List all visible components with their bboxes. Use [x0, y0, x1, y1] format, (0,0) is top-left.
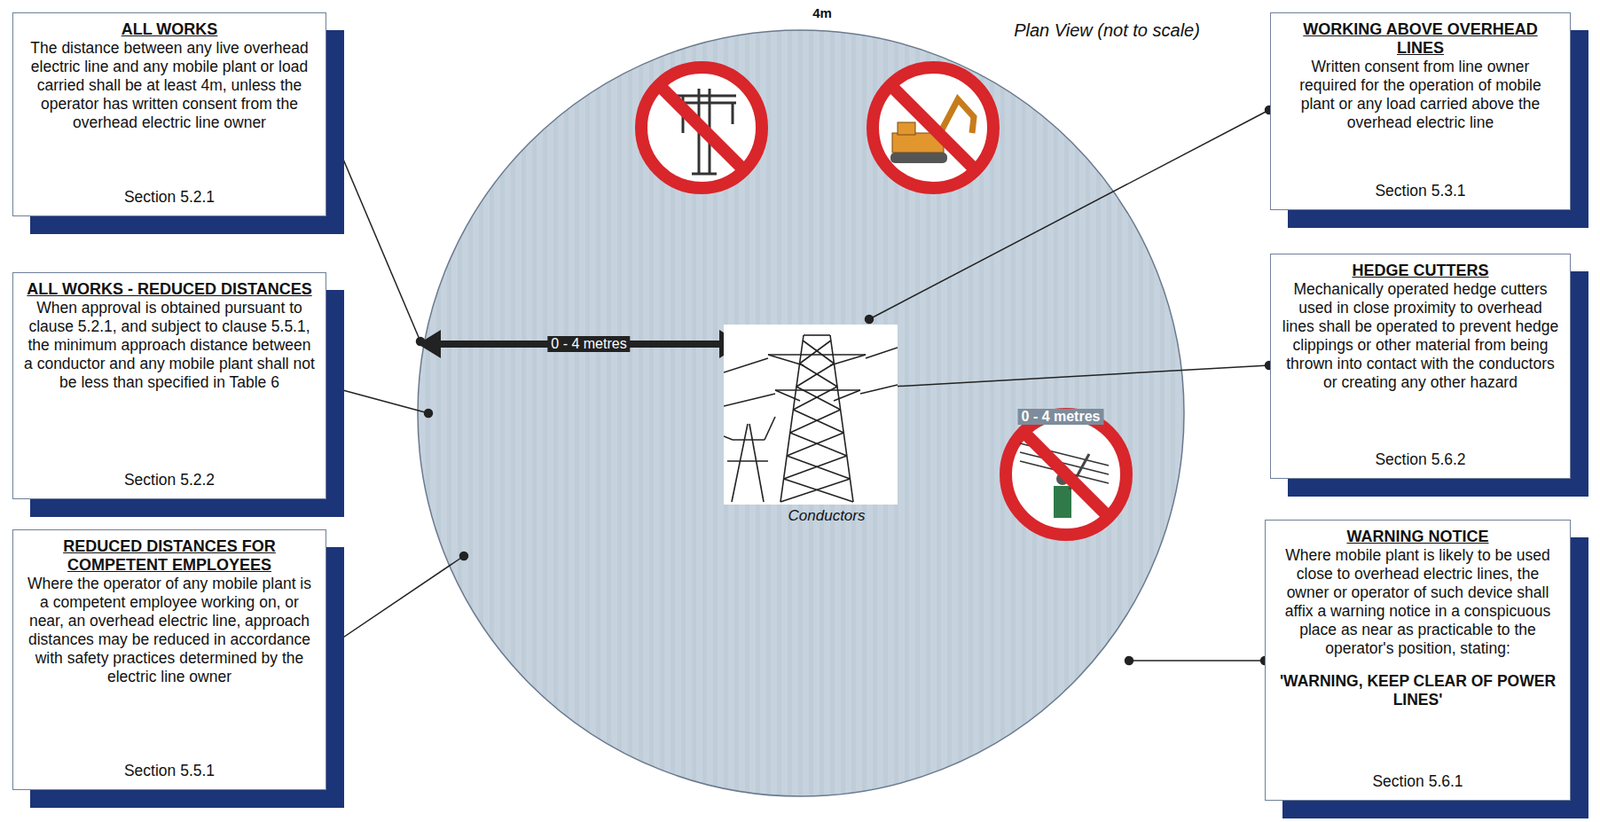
callout-box: ALL WORKS - REDUCED DISTANCESWhen approv…: [12, 272, 327, 500]
drawing-stroke: [786, 455, 850, 479]
drawing-stroke: [784, 478, 854, 502]
section-reference: Section 5.5.1: [124, 747, 215, 781]
drawing-stroke: [890, 152, 948, 164]
drawing-stroke: [768, 354, 804, 366]
drawing-stroke: [796, 386, 841, 410]
drawing-stroke: [641, 67, 762, 189]
drawing-stroke: [877, 365, 1270, 388]
callout-heading: ALL WORKS - REDUCED DISTANCES: [26, 280, 312, 299]
drawing-stroke: [424, 409, 433, 418]
drawing-stroke: [731, 423, 748, 502]
drawing-stroke: [940, 99, 974, 134]
zone-circle: [417, 30, 1185, 797]
drawing-stroke: [460, 552, 469, 561]
drawing-stroke: [768, 353, 866, 356]
distance-label: 0 - 4 metres: [547, 336, 630, 353]
drawing-stroke: [792, 409, 844, 433]
drawing-stroke: [732, 439, 765, 441]
drawing-stroke: [800, 363, 838, 387]
drawing-stroke: [803, 334, 831, 337]
drawing-stroke: [731, 102, 735, 125]
drawing-stroke: [1129, 659, 1265, 662]
no-crane-sign: [641, 67, 762, 189]
drawing-stroke: [865, 347, 898, 359]
drawing-stroke: [775, 389, 861, 392]
leader-lines: [321, 106, 1274, 666]
callout-body: 'WARNING, KEEP CLEAR OF POWER LINES': [1276, 672, 1560, 710]
callout-box: WARNING NOTICEWhere mobile plant is like…: [1264, 519, 1571, 801]
drawing-stroke: [865, 315, 874, 324]
callout-heading: WORKING ABOVE OVERHEAD LINES: [1281, 20, 1560, 58]
drawing-stroke: [324, 556, 464, 651]
callout-body: Written consent from line owner required…: [1281, 57, 1560, 133]
section-reference: Section 5.3.1: [1374, 167, 1466, 201]
view-note: Plan View (not to scale): [1013, 20, 1200, 41]
drawing-stroke: [830, 354, 866, 366]
callout-box: HEDGE CUTTERSMechanically operated hedge…: [1270, 253, 1571, 479]
drawing-stroke: [792, 386, 838, 410]
drawing-stroke: [833, 390, 861, 401]
distance-arrow: [417, 329, 743, 359]
callout-heading: REDUCED DISTANCES FOR COMPETENT EMPLOYEE…: [23, 537, 315, 575]
drawing-stroke: [723, 393, 776, 407]
drawing-stroke: [723, 324, 898, 505]
callout-box: WORKING ABOVE OVERHEAD LINESWritten cons…: [1270, 12, 1571, 211]
callout-body: Mechanically operated hedge cutters used…: [1281, 280, 1560, 393]
drawing-stroke: [775, 390, 800, 401]
drawing-stroke: [780, 478, 850, 502]
distance-label: 0 - 4 metres: [1018, 408, 1105, 425]
drawing-stroke: [723, 436, 733, 440]
drawing-stroke: [417, 329, 441, 359]
drawing-stroke: [786, 432, 844, 456]
drawing-stroke: [897, 122, 916, 135]
drawing-stroke: [872, 67, 994, 189]
drawing-stroke: [784, 455, 848, 479]
drawing-stroke: [324, 115, 421, 342]
callout-heading: ALL WORKS: [121, 20, 219, 40]
drawing-stroke: [1005, 414, 1127, 535]
callout-box: ALL WORKSThe distance between any live o…: [12, 12, 327, 217]
no-excavator-sign: [872, 67, 994, 189]
drawing-stroke: [790, 409, 841, 433]
drawing-stroke: [764, 416, 776, 440]
part-label: Conductors: [788, 507, 866, 526]
callout-body: Where the operator of any mobile plant i…: [23, 574, 315, 687]
tower-picture: [723, 324, 898, 505]
drawing-stroke: [658, 85, 745, 171]
callout-body: Where mobile plant is likely to be used …: [1276, 546, 1560, 659]
dimension-label: 4m: [812, 5, 832, 21]
drawing-stroke: [802, 340, 834, 364]
drawing-stroke: [723, 358, 769, 373]
drawing-stroke: [800, 340, 832, 364]
section-reference: Section 5.6.2: [1374, 436, 1466, 470]
callout-body: The distance between any live overhead e…: [23, 39, 315, 133]
drawing-stroke: [790, 432, 848, 456]
section-reference: Section 5.2.2: [124, 456, 215, 490]
no-hedge-cutter-sign: [1005, 414, 1127, 535]
drawing-stroke: [727, 460, 769, 463]
drawing-stroke: [860, 384, 898, 394]
drawing-stroke: [723, 335, 898, 502]
section-reference: Section 5.6.1: [1372, 758, 1463, 792]
drawing-stroke: [869, 109, 1270, 320]
drawing-stroke: [1125, 657, 1134, 666]
drawing-stroke: [890, 85, 976, 171]
drawing-stroke: [691, 172, 717, 176]
drawing-stroke: [1053, 486, 1072, 518]
drawing-stroke: [326, 385, 429, 414]
drawing-stroke: [796, 363, 834, 387]
drawing-stroke: [1024, 432, 1108, 517]
callout-body: When approval is obtained pursuant to cl…: [23, 298, 315, 393]
drawing-stroke: [749, 423, 764, 502]
callout-heading: HEDGE CUTTERS: [1351, 261, 1489, 281]
callout-box: REDUCED DISTANCES FOR COMPETENT EMPLOYEE…: [12, 529, 327, 791]
callout-heading: WARNING NOTICE: [1347, 527, 1490, 547]
section-reference: Section 5.2.1: [124, 173, 215, 207]
